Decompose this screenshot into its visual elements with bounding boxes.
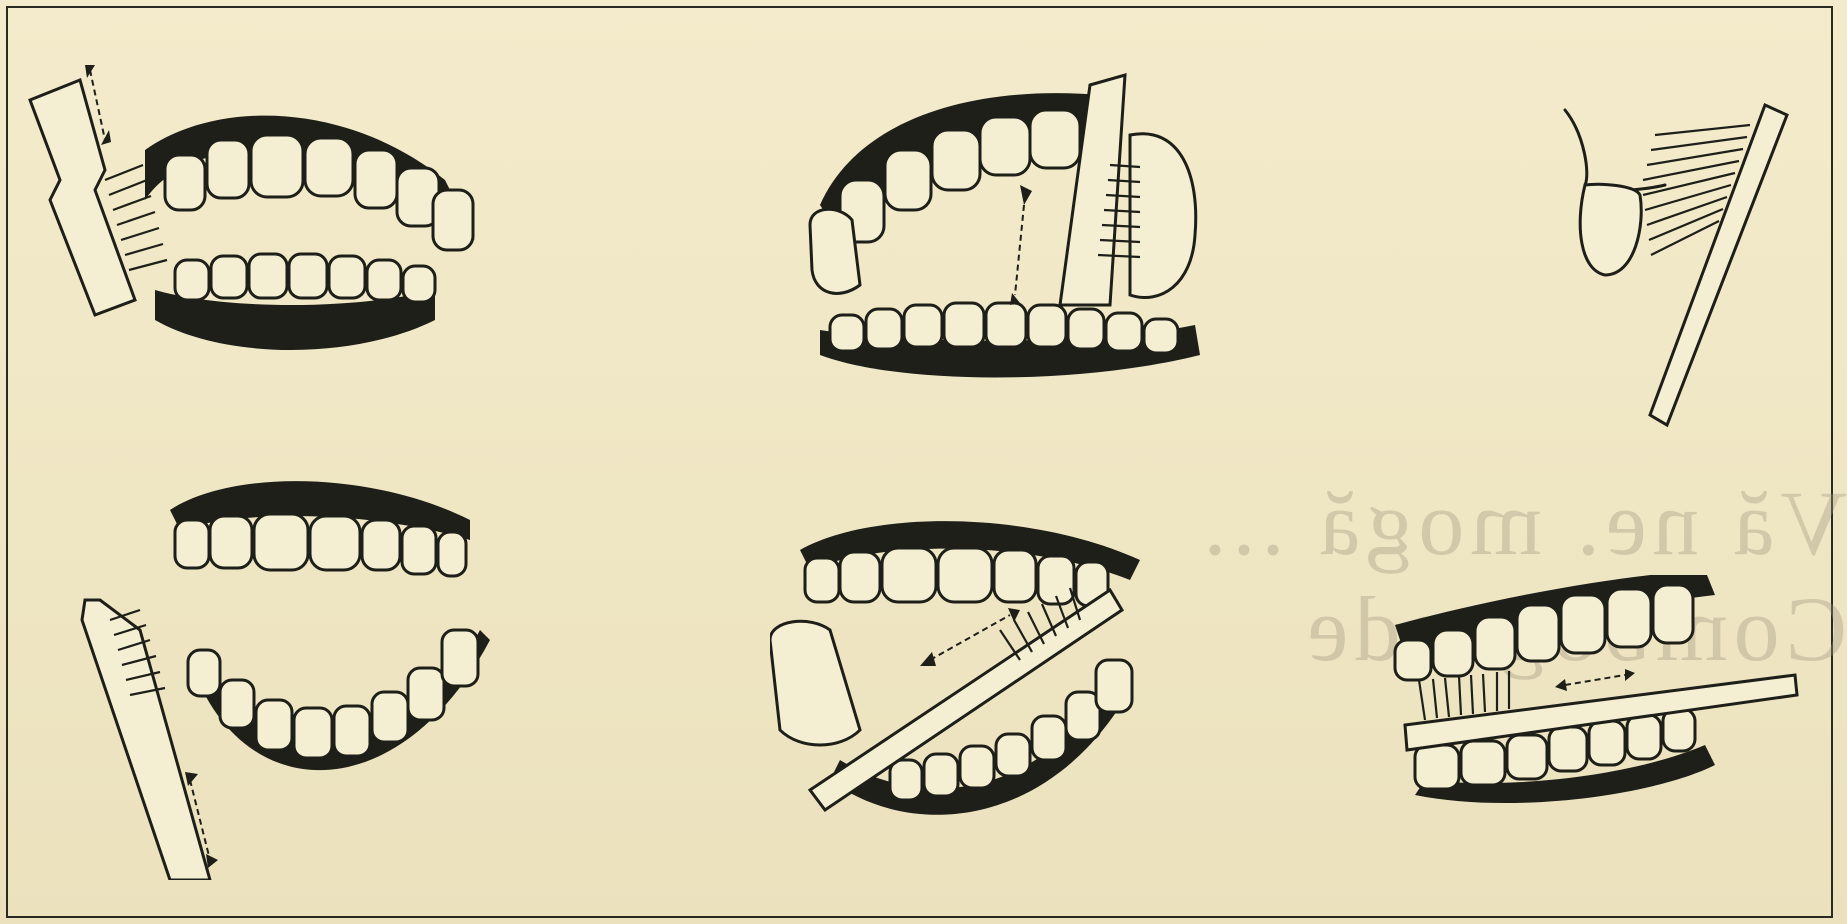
lower-teeth [188, 630, 478, 758]
panel-right-side-profile [1555, 95, 1800, 435]
panel-upper-center-inner [800, 55, 1220, 395]
panel-lower-center-inner [770, 510, 1190, 840]
panel-lower-right-chewing [1385, 575, 1815, 845]
left-molar [770, 621, 860, 745]
toothbrush-icon [30, 80, 135, 315]
tooth-profile [1580, 184, 1641, 275]
upper-teeth [165, 135, 473, 250]
stroke-direction-arrow [930, 615, 1010, 660]
upper-teeth [805, 548, 1108, 606]
upper-teeth [810, 110, 1080, 293]
panel-upper-left-outer [25, 60, 545, 380]
stroke-direction-arrow [1015, 195, 1025, 295]
lower-teeth [830, 303, 1178, 353]
lower-teeth [175, 254, 435, 302]
stroke-direction-arrow [1565, 675, 1625, 685]
molar [1130, 134, 1196, 298]
panel-lower-left-outer [70, 480, 530, 880]
